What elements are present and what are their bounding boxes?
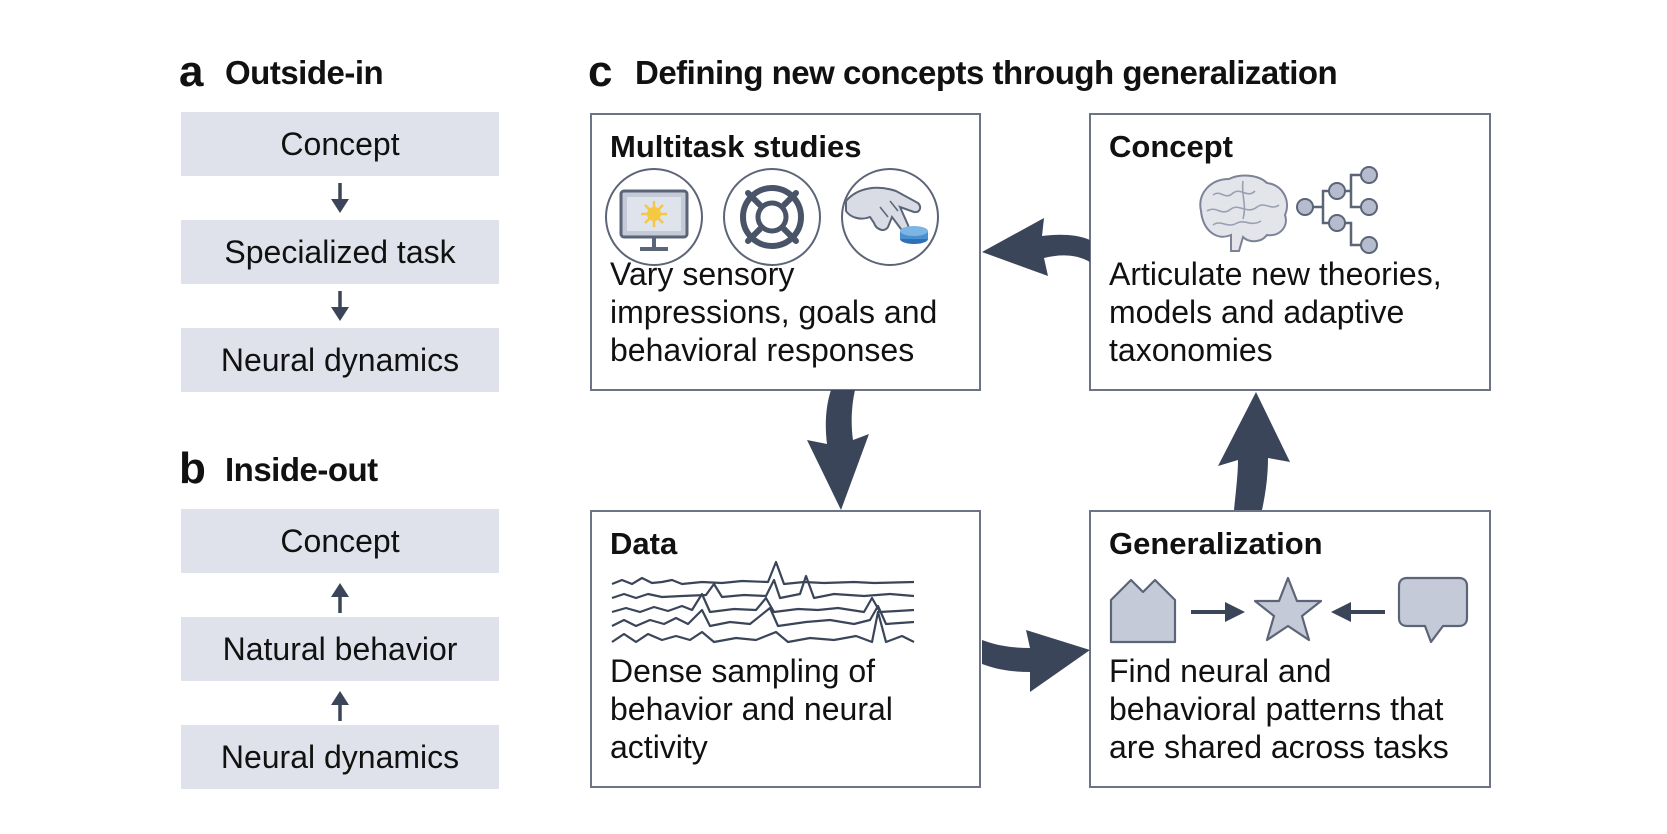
- concept-box: Concept Articulate new theories, models …: [1089, 113, 1491, 391]
- panel-a-step-neural-dynamics: Neural dynamics: [181, 328, 499, 392]
- concept-heading: Concept: [1109, 129, 1233, 164]
- panel-c-title: Defining new concepts through generaliza…: [635, 54, 1338, 91]
- arrow-down-icon: [331, 291, 349, 321]
- multitask-heading: Multitask studies: [610, 129, 862, 164]
- neural-traces-icon: [611, 560, 915, 644]
- arrow-down-icon: [331, 183, 349, 213]
- panel-b-letter: b: [179, 444, 206, 493]
- cycle-arrow-generalization-to-concept: [1218, 392, 1290, 510]
- multitask-studies-box: Multitask studies Vary sensory impressio…: [590, 113, 981, 391]
- target-reticle-icon: [723, 168, 821, 266]
- panel-a-step-concept: Concept: [181, 112, 499, 176]
- panel-b-step-concept: Concept: [181, 509, 499, 573]
- multitask-description: Vary sensory impressions, goals and beha…: [610, 256, 938, 368]
- data-box: Data Dense sampling of behavior and neur…: [590, 510, 981, 788]
- arrow-right-icon: [1191, 602, 1245, 622]
- cycle-arrow-concept-to-multitask: [982, 218, 1090, 276]
- panel-b-title: Inside-out: [225, 451, 378, 488]
- monitor-sun-icon: [605, 168, 703, 266]
- panel-a-letter: a: [179, 47, 204, 96]
- panel-c-letter: c: [588, 47, 613, 96]
- cycle-arrow-multitask-to-data: [807, 390, 869, 510]
- concept-description: Articulate new theories, models and adap…: [1109, 256, 1442, 368]
- data-heading: Data: [610, 526, 678, 561]
- panel-a-title: Outside-in: [225, 54, 384, 91]
- arrow-left-icon: [1331, 602, 1385, 622]
- cycle-arrow-data-to-generalization: [982, 630, 1090, 692]
- arrow-up-icon: [331, 583, 349, 613]
- speech-bubble-icon: [1397, 576, 1469, 644]
- generalization-box: Generalization Find neural and behaviora…: [1089, 510, 1491, 788]
- panel-b-step-neural-dynamics: Neural dynamics: [181, 725, 499, 789]
- panel-a-step-specialized-task: Specialized task: [181, 220, 499, 284]
- generalization-heading: Generalization: [1109, 526, 1323, 561]
- brain-icon: [1199, 174, 1288, 252]
- data-description: Dense sampling of behavior and neural ac…: [610, 653, 893, 765]
- tree-diagram-icon: [1296, 166, 1378, 254]
- generalization-description: Find neural and behavioral patterns that…: [1109, 653, 1449, 765]
- star-shape-icon: [1253, 576, 1323, 642]
- arrow-up-icon: [331, 691, 349, 721]
- panel-b-step-natural-behavior: Natural behavior: [181, 617, 499, 681]
- house-shape-icon: [1109, 578, 1177, 644]
- hand-pressing-button-icon: [841, 168, 939, 266]
